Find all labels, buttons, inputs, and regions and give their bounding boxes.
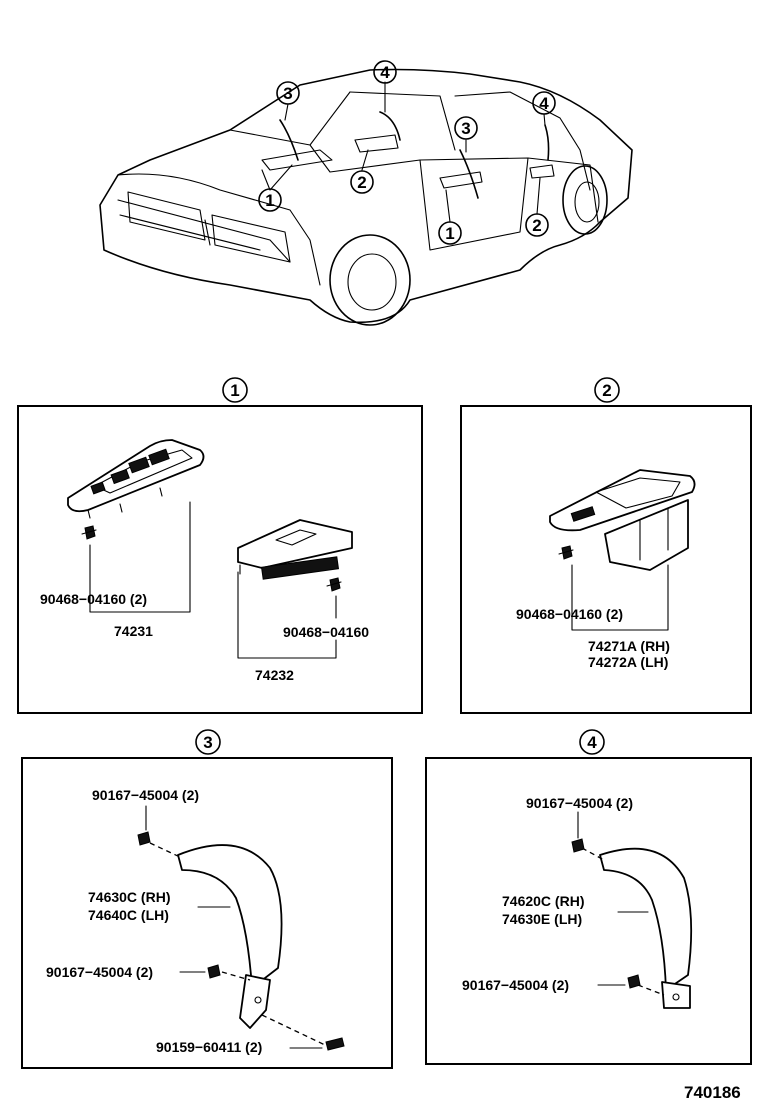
label-screw-s4-bot: 90167−45004 (2) bbox=[462, 977, 569, 993]
label-screw-s4-top: 90167−45004 (2) bbox=[526, 795, 633, 811]
screw-icon bbox=[325, 1037, 345, 1051]
svg-text:3: 3 bbox=[461, 119, 470, 138]
callout-car-4a: 4 bbox=[373, 60, 397, 84]
svg-text:1: 1 bbox=[230, 381, 239, 400]
svg-text:3: 3 bbox=[203, 733, 212, 752]
label-screw-s3-bot: 90159−60411 (2) bbox=[156, 1039, 262, 1055]
assist-grip-74630c bbox=[177, 844, 283, 1029]
svg-text:4: 4 bbox=[539, 94, 549, 113]
label-part-74232: 74232 bbox=[255, 667, 294, 683]
svg-text:1: 1 bbox=[265, 191, 274, 210]
callout-car-3b: 3 bbox=[454, 116, 478, 140]
screw-icon bbox=[137, 831, 151, 846]
svg-text:2: 2 bbox=[602, 381, 611, 400]
dashed-guide-s3 bbox=[149, 842, 326, 1046]
label-screw-s2: 90468−04160 (2) bbox=[516, 606, 623, 622]
diagram-code: 740186 bbox=[684, 1083, 741, 1102]
screw-icon bbox=[207, 964, 221, 979]
label-screw-s1b: 90468−04160 bbox=[283, 624, 369, 640]
callout-car-2a: 2 bbox=[350, 170, 374, 194]
label-part-74630c: 74630C (RH) bbox=[88, 889, 170, 905]
car-illustration bbox=[99, 68, 633, 326]
screw-icon bbox=[558, 545, 574, 560]
section-2-frame bbox=[460, 405, 752, 714]
screw-icon bbox=[81, 525, 97, 540]
callout-car-4b: 4 bbox=[532, 91, 556, 115]
svg-text:3: 3 bbox=[283, 84, 292, 103]
svg-text:4: 4 bbox=[587, 733, 597, 752]
label-part-74231: 74231 bbox=[114, 623, 153, 639]
svg-text:1: 1 bbox=[445, 224, 454, 243]
screw-icon bbox=[627, 974, 641, 989]
section-1-frame bbox=[17, 405, 423, 714]
section-3-header: 3 bbox=[195, 729, 221, 755]
dashed-guide-s4 bbox=[581, 847, 665, 996]
section-1-header: 1 bbox=[222, 377, 248, 403]
section-4-frame bbox=[425, 757, 752, 1065]
label-screw-s1a: 90468−04160 (2) bbox=[40, 591, 147, 607]
callout-car-3a: 3 bbox=[276, 81, 300, 105]
label-part-74272a: 74272A (LH) bbox=[588, 654, 668, 670]
callout-car-1b: 1 bbox=[438, 221, 462, 245]
svg-text:2: 2 bbox=[357, 173, 366, 192]
label-part-74271a: 74271A (RH) bbox=[588, 638, 670, 654]
svg-text:2: 2 bbox=[532, 216, 541, 235]
leader-74271a bbox=[571, 564, 669, 631]
section-3-frame bbox=[21, 757, 393, 1069]
callout-car-2b: 2 bbox=[525, 213, 549, 237]
switch-base-74232 bbox=[237, 519, 353, 580]
label-part-74620c: 74620C (RH) bbox=[502, 893, 584, 909]
section-2-header: 2 bbox=[594, 377, 620, 403]
leader-74231 bbox=[89, 501, 191, 613]
svg-text:4: 4 bbox=[380, 63, 390, 82]
leaders-s3 bbox=[145, 805, 323, 1049]
screw-icon bbox=[571, 838, 585, 853]
label-part-74640c: 74640C (LH) bbox=[88, 907, 169, 923]
label-part-74630e: 74630E (LH) bbox=[502, 911, 582, 927]
label-screw-s3-top: 90167−45004 (2) bbox=[92, 787, 199, 803]
screw-icon bbox=[326, 577, 342, 592]
door-switch-base-74271a bbox=[549, 469, 696, 571]
master-switch-base-74231 bbox=[67, 439, 205, 519]
label-screw-s3-mid: 90167−45004 (2) bbox=[46, 964, 153, 980]
callout-car-1a: 1 bbox=[258, 188, 282, 212]
assist-grip-74620c bbox=[599, 847, 693, 1009]
leaders-s4 bbox=[577, 811, 649, 986]
leader-74232 bbox=[237, 571, 337, 659]
section-4-header: 4 bbox=[579, 729, 605, 755]
